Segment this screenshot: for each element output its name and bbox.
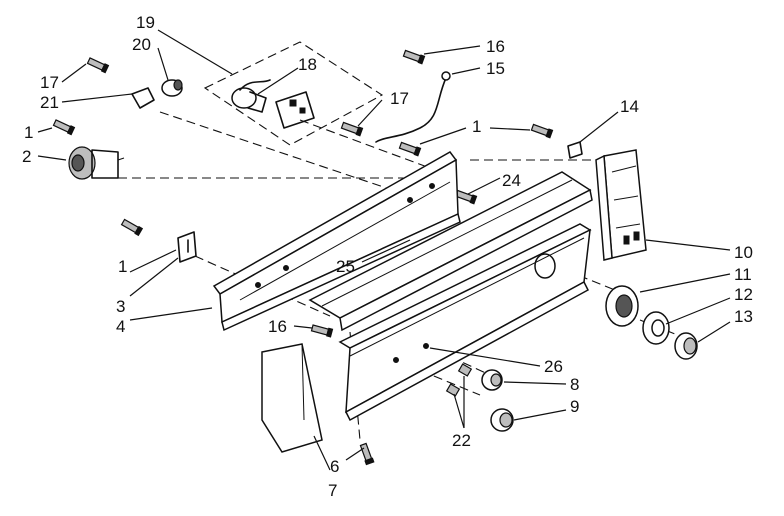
callout-16: 16: [486, 37, 505, 56]
callout-25: 25: [336, 257, 355, 276]
callout-7: 7: [328, 481, 337, 500]
callout-15: 15: [486, 59, 505, 78]
callout-10: 10: [734, 243, 753, 262]
callout-24: 24: [502, 171, 521, 190]
leader-lines: [37, 29, 731, 471]
callout-1: 1: [24, 123, 33, 142]
callout-4: 4: [116, 317, 125, 336]
trim-strip-part: [308, 171, 593, 332]
callout-1: 1: [472, 117, 481, 136]
callout-11: 11: [734, 265, 752, 284]
switch-component-part: [231, 79, 315, 129]
end-cap-part: [261, 343, 323, 453]
callout-14: 14: [620, 97, 639, 116]
side-panel-part: [595, 149, 647, 261]
knob-assembly: [605, 285, 698, 360]
screws: [52, 49, 554, 466]
callout-21: 21: [40, 93, 59, 112]
callout-26: 26: [544, 357, 563, 376]
callout-8: 8: [570, 375, 579, 394]
clip-part: [177, 231, 197, 263]
callout-6: 6: [330, 457, 339, 476]
callout-labels: 19 20 17 21 18 1 2 16 15 17 1 14 24 1 3 …: [22, 13, 753, 500]
component-group-box: [203, 41, 384, 146]
callout-2: 2: [22, 147, 31, 166]
wire-terminal: [441, 71, 451, 81]
callout-1: 1: [118, 257, 127, 276]
switch-bracket-part: [131, 79, 183, 109]
callout-9: 9: [570, 397, 579, 416]
mounting-rail-part: [212, 151, 461, 332]
callout-22: 22: [452, 431, 471, 450]
control-timer-part: [68, 146, 125, 180]
ground-wire: [375, 77, 447, 143]
callout-17: 17: [40, 73, 59, 92]
bracket-part: [567, 141, 583, 159]
callout-17: 17: [390, 89, 409, 108]
callout-13: 13: [734, 307, 753, 326]
callout-19: 19: [136, 13, 155, 32]
callout-3: 3: [116, 297, 125, 316]
callout-20: 20: [132, 35, 151, 54]
callout-18: 18: [298, 55, 317, 74]
callout-16: 16: [268, 317, 287, 336]
push-buttons: [445, 363, 514, 432]
callout-12: 12: [734, 285, 753, 304]
control-panel-part: [338, 223, 592, 422]
